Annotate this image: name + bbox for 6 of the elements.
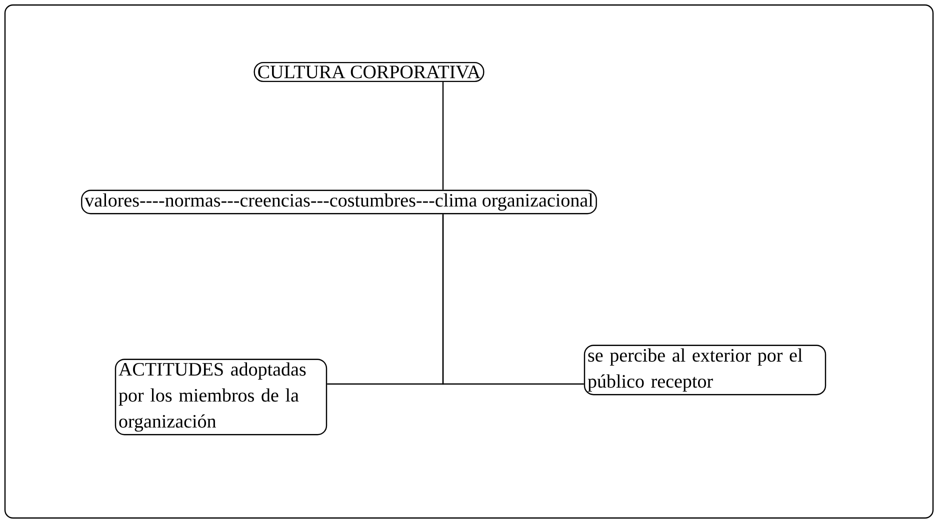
connector-line [442, 82, 444, 190]
text-box: ACTITUDES adoptadas por los miembros de la organización [114, 358, 328, 436]
text-box: valores----normas---creencias---costumbres---clima organizacional [81, 190, 597, 214]
text-box: se percibe al exterior por el público receptor [584, 344, 826, 396]
text-box: CULTURA CORPORATIVA [254, 62, 484, 82]
connector-line [442, 214, 584, 385]
